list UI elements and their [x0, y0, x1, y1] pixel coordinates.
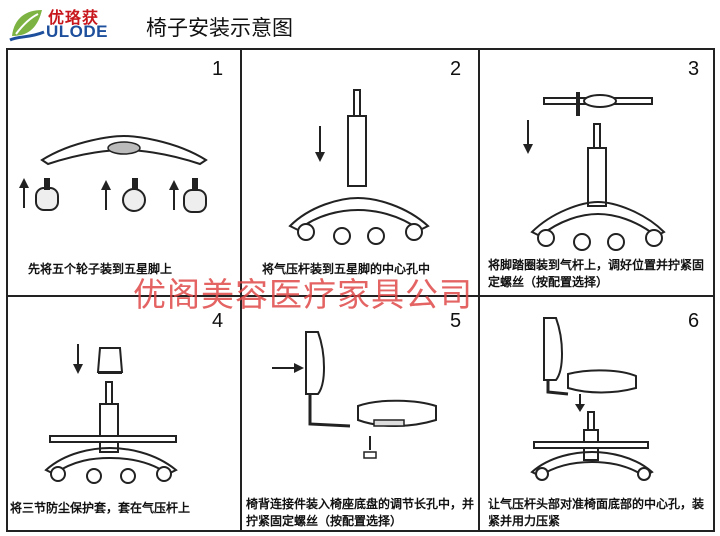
step-3-illustration	[523, 92, 666, 251]
step-6-caption: 让气压杆头部对准椅面底部的中心孔，装紧并用力压紧	[488, 497, 705, 528]
step-1-caption: 先将五个轮子装到五星脚上	[28, 262, 173, 276]
step-5-illustration	[272, 331, 437, 459]
step-4-caption: 将三节防尘保护套，套在气压杆上	[10, 501, 191, 515]
caster-icon	[19, 178, 59, 211]
step-3-number: 3	[688, 58, 700, 80]
page-title: 椅子安装示意图	[146, 16, 293, 40]
step-6-number: 6	[688, 310, 700, 332]
grid-divider	[478, 48, 480, 532]
caster-icon	[169, 178, 207, 213]
step-6-illustration	[530, 317, 654, 481]
step-3-caption: 将脚踏圈装到气杆上，调好位置并拧紧固定螺丝（按配置选择）	[488, 258, 705, 289]
caster-icon	[101, 178, 146, 212]
step-2-caption: 将气压杆装到五星脚的中心孔中	[262, 262, 431, 276]
step-4-illustration	[44, 344, 178, 484]
leaf-logo-icon	[9, 10, 45, 42]
diagram-frame	[6, 48, 715, 532]
brand-name-en: ULODE	[46, 22, 108, 41]
step-1-illustration	[19, 134, 208, 213]
step-4-number: 4	[212, 310, 224, 332]
step-1-number: 1	[212, 58, 224, 80]
brand-name-cn: 优珞获	[48, 8, 100, 27]
step-5-caption: 椅背连接件装入椅座底盘的调节长孔中，并拧紧固定螺丝（按配置选择）	[246, 497, 475, 528]
step-2-illustration	[288, 89, 430, 245]
grid-divider	[240, 48, 242, 532]
header: 优珞获 ULODE 椅子安装示意图	[0, 0, 720, 46]
grid-divider	[6, 295, 715, 297]
step-2-number: 2	[450, 58, 462, 80]
watermark-text: 优阁美容医疗家具公司	[133, 275, 473, 314]
step-5-number: 5	[450, 310, 462, 332]
